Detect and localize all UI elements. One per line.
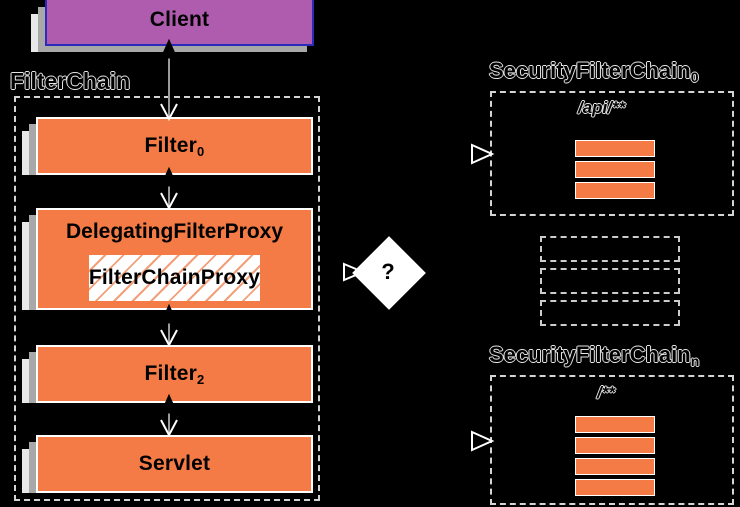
delegating-filter-proxy-node[interactable]: DelegatingFilterProxy FilterChainProxy	[22, 208, 313, 310]
security-filter-chain-n-filter-3[interactable]	[575, 458, 655, 475]
filterchain-label: FilterChain	[9, 68, 131, 95]
security-filter-chain-0-pattern: /api/**	[577, 98, 626, 118]
filter-chain-proxy-box[interactable]: FilterChainProxy	[87, 254, 262, 302]
security-filter-chain-n-title: SecurityFilterChainn	[489, 342, 700, 370]
filter0-box[interactable]: Filter0	[36, 117, 313, 175]
security-filter-chain-0-filter-1[interactable]	[575, 140, 655, 157]
filter2-node[interactable]: Filter2	[22, 345, 313, 403]
filter2-label: Filter2	[144, 362, 205, 387]
arrow-into-security-chain-n	[471, 430, 495, 452]
client-box[interactable]: Client	[45, 0, 314, 46]
filter0-subscript: 0	[197, 144, 205, 159]
security-filter-chain-0-filter-2[interactable]	[575, 161, 655, 178]
dfp-box[interactable]: DelegatingFilterProxy FilterChainProxy	[36, 208, 313, 310]
filter2-subscript: 2	[197, 372, 205, 387]
security-filter-chain-n-filter-4[interactable]	[575, 479, 655, 496]
security-filter-chain-n-filter-1[interactable]	[575, 416, 655, 433]
security-filter-chain-0-title: SecurityFilterChain0	[489, 58, 700, 86]
security-filter-chain-n-title-subscript: n	[690, 353, 700, 370]
chain-ellipsis-row-2	[540, 268, 680, 294]
dfp-title: DelegatingFilterProxy	[65, 220, 284, 243]
client-node[interactable]: Client	[31, 0, 314, 52]
decision-diamond-label: ?	[381, 259, 395, 284]
security-filter-chain-0-filter-3[interactable]	[575, 182, 655, 199]
filter2-name: Filter	[144, 362, 198, 385]
security-filter-chain-0-title-text: SecurityFilterChain	[489, 58, 692, 84]
arrow-into-security-chain-0	[471, 143, 495, 165]
filter0-node[interactable]: Filter0	[22, 117, 313, 175]
servlet-node[interactable]: Servlet	[22, 435, 313, 493]
filter0-label: Filter0	[144, 134, 205, 159]
filter0-name: Filter	[144, 134, 198, 157]
filter-chain-proxy-label: FilterChainProxy	[88, 266, 261, 289]
security-filter-chain-0-title-subscript: 0	[690, 69, 699, 86]
servlet-box[interactable]: Servlet	[36, 435, 313, 493]
servlet-label: Servlet	[138, 452, 211, 475]
security-filter-chain-n-title-text: SecurityFilterChain	[489, 342, 692, 368]
client-label: Client	[149, 8, 210, 31]
filter2-box[interactable]: Filter2	[36, 345, 313, 403]
security-filter-chain-n-filter-2[interactable]	[575, 437, 655, 454]
filterchain-container	[14, 96, 320, 501]
chain-ellipsis-row-1	[540, 236, 680, 262]
security-filter-chain-n-pattern: /**	[597, 383, 616, 403]
chain-ellipsis-row-3	[540, 300, 680, 326]
